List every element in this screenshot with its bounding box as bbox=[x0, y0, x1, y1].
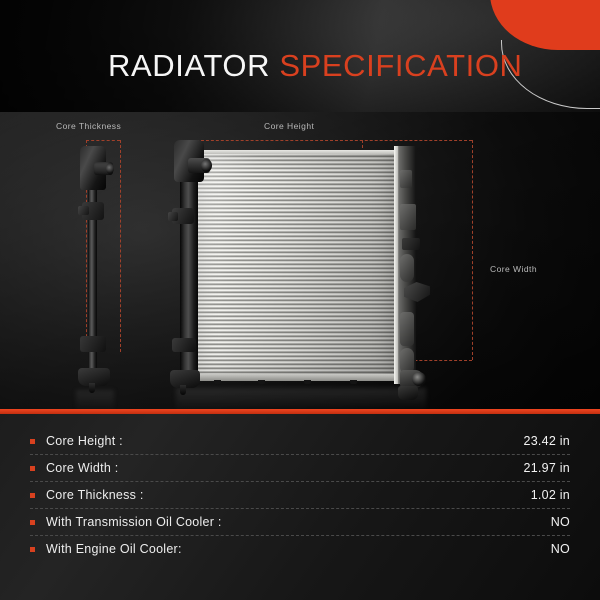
spec-value: 21.97 in bbox=[523, 461, 570, 475]
right-tank-port-1 bbox=[400, 170, 412, 188]
guide-width-right bbox=[472, 140, 473, 360]
side-view-core-edge bbox=[88, 168, 97, 378]
core-bottom-rail bbox=[196, 374, 394, 384]
left-mounting-foot bbox=[170, 370, 200, 395]
spec-value: 23.42 in bbox=[523, 434, 570, 448]
table-row: Core Height : 23.42 in bbox=[30, 428, 570, 455]
specification-table: Core Height : 23.42 in Core Width : 21.9… bbox=[0, 414, 600, 600]
bullet-square-icon bbox=[30, 546, 35, 552]
left-tank-bracket-lower bbox=[172, 338, 196, 352]
label-core-thickness: Core Thickness bbox=[56, 121, 122, 131]
right-tank-port-6 bbox=[400, 348, 414, 374]
left-tank-clip bbox=[168, 212, 178, 221]
right-mounting-foot bbox=[398, 386, 418, 400]
guide-height-top bbox=[196, 140, 472, 141]
spec-value: 1.02 in bbox=[530, 488, 570, 502]
right-tank-port-3 bbox=[402, 238, 420, 250]
table-row: With Engine Oil Cooler: NO bbox=[30, 536, 570, 562]
side-view-inlet-neck bbox=[94, 162, 114, 175]
core-top-rail bbox=[196, 150, 394, 156]
spec-label-group: Core Width : bbox=[30, 461, 118, 475]
spec-label: With Engine Oil Cooler: bbox=[46, 542, 182, 556]
side-view-lower-bracket bbox=[80, 336, 106, 352]
spec-label: Core Height : bbox=[46, 434, 123, 448]
spec-value: NO bbox=[550, 542, 570, 556]
label-core-height: Core Height bbox=[264, 121, 315, 131]
bullet-square-icon bbox=[30, 465, 35, 471]
bullet-square-icon bbox=[30, 438, 35, 444]
side-view-mounting-foot bbox=[78, 368, 110, 393]
right-tank-port-2 bbox=[400, 204, 416, 230]
table-row: Core Thickness : 1.02 in bbox=[30, 482, 570, 509]
right-tank-port-5 bbox=[400, 312, 414, 346]
spec-label-group: Core Height : bbox=[30, 434, 123, 448]
page-title-primary: RADIATOR bbox=[108, 48, 280, 83]
inlet-neck bbox=[188, 158, 212, 173]
right-tank-highlight bbox=[394, 146, 398, 384]
bullet-square-icon bbox=[30, 492, 35, 498]
outlet-neck bbox=[400, 370, 426, 388]
radiator-core-fins bbox=[196, 154, 394, 376]
label-core-width: Core Width bbox=[490, 264, 538, 274]
right-tank-mounting-bracket bbox=[404, 282, 430, 302]
spec-label-group: Core Thickness : bbox=[30, 488, 144, 502]
side-view-reflection bbox=[76, 390, 114, 410]
front-view-reflection bbox=[176, 388, 426, 410]
spec-label: Core Thickness : bbox=[46, 488, 144, 502]
guide-thickness-top bbox=[86, 140, 120, 141]
radiator-front-view bbox=[168, 140, 436, 410]
side-view-mid-clip bbox=[78, 206, 89, 215]
radiator-side-view bbox=[72, 140, 118, 410]
spec-label-group: With Transmission Oil Cooler : bbox=[30, 515, 222, 529]
table-row: Core Width : 21.97 in bbox=[30, 455, 570, 482]
page-title-accent: SPECIFICATION bbox=[279, 48, 523, 83]
header-banner: RADIATOR SPECIFICATION bbox=[0, 0, 600, 112]
left-end-tank bbox=[180, 148, 198, 382]
table-row: With Transmission Oil Cooler : NO bbox=[30, 509, 570, 536]
spec-value: NO bbox=[550, 515, 570, 529]
spec-label: Core Width : bbox=[46, 461, 119, 475]
bullet-square-icon bbox=[30, 519, 35, 525]
core-sheen bbox=[196, 154, 394, 376]
right-tank-port-4 bbox=[400, 254, 414, 282]
guide-thickness-right bbox=[120, 140, 121, 352]
spec-label: With Transmission Oil Cooler : bbox=[46, 515, 222, 529]
spec-label-group: With Engine Oil Cooler: bbox=[30, 542, 182, 556]
section-divider bbox=[0, 409, 600, 414]
guide-thickness-left bbox=[86, 140, 87, 352]
page-title: RADIATOR SPECIFICATION bbox=[108, 50, 523, 81]
product-diagram-stage: Core Thickness Core Height Core Width bbox=[0, 112, 600, 410]
